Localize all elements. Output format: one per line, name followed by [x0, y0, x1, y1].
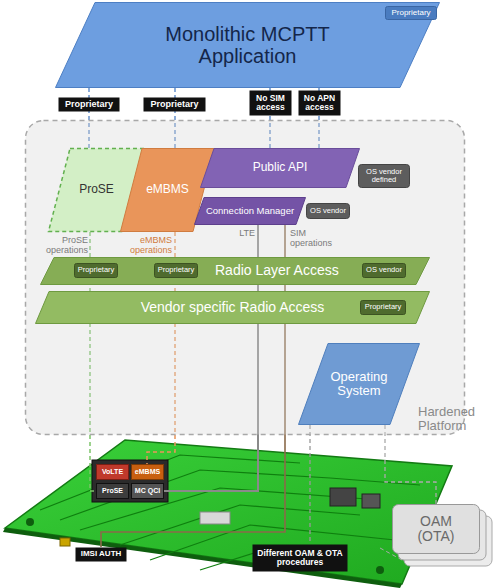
node-shape — [97, 465, 129, 480]
node-text: OS vendor — [310, 207, 346, 215]
os-parallelogram: Operating System — [298, 343, 420, 425]
node-shape — [201, 149, 360, 188]
node-text: OS vendor — [366, 266, 402, 274]
node-text: Vendor specific Radio Access — [141, 300, 325, 315]
chip-box: VoLTE — [96, 464, 129, 480]
api-parallelogram: OS vendor definedPublic API — [200, 148, 360, 188]
node-text: No SIM access — [251, 94, 290, 113]
sim-contact — [60, 538, 70, 546]
ic-chip — [362, 494, 380, 508]
node-text: ProSE — [102, 487, 123, 495]
node-shape — [144, 98, 206, 112]
tag-box: Proprietary — [385, 6, 437, 20]
node-text: No APN access — [300, 94, 339, 113]
node-shape — [361, 301, 406, 315]
label-box: No SIM access — [249, 90, 292, 116]
node-shape — [386, 7, 437, 20]
node-shape — [97, 484, 129, 499]
node-text: MC QCI — [135, 487, 160, 495]
node-shape — [132, 484, 164, 499]
node-shape — [76, 548, 127, 562]
node-text: Connection Manager — [206, 206, 294, 216]
tag-box: Proprietary — [154, 263, 198, 278]
layer-band: Proprietary Vendor specific Radio Access — [35, 291, 430, 324]
annotation-text: LTE — [234, 229, 255, 239]
node-text: Proprietary — [365, 303, 402, 311]
node-shape — [56, 3, 440, 88]
node-text: ProSE — [79, 183, 114, 196]
node-text: IMSI AUTH — [81, 550, 122, 559]
ic-chip — [330, 488, 356, 506]
node-text: Different OAM & OTA procedures — [254, 549, 346, 568]
application-parallelogram: ProprietaryMonolithic MCPTT Application — [55, 2, 440, 88]
node-text: OS vendor defined — [360, 168, 408, 185]
board-edge — [3, 528, 402, 588]
node-text: Monolithic MCPTT Application — [153, 23, 343, 67]
label-box: IMSI AUTH — [75, 547, 127, 562]
node-shape — [195, 198, 306, 225]
node-shape — [307, 204, 350, 219]
tag-box: Proprietary — [360, 300, 406, 315]
oam-card: OAM (OTA) — [392, 504, 480, 554]
layer-band: Proprietary Proprietary OS vendor Radio Lay… — [40, 257, 430, 285]
node-text: eMBMS — [146, 183, 189, 196]
trace — [120, 505, 360, 545]
node-shape — [253, 545, 348, 572]
tag-box: OS vendor — [306, 203, 350, 219]
node-text: OAM (OTA) — [406, 514, 466, 545]
node-shape — [75, 264, 118, 278]
chip-box: eMBMS — [131, 464, 164, 480]
manager-parallelogram: OS vendorConnection Manager — [194, 197, 306, 225]
node-shape — [363, 264, 406, 278]
label-box: No APN access — [298, 90, 341, 116]
node-text: Radio Layer Access — [215, 263, 339, 278]
node-text: VoLTE — [102, 468, 123, 476]
node-text: eMBMS — [135, 468, 160, 476]
chip-box: ProSE — [96, 483, 129, 499]
node-text: Proprietary — [65, 100, 113, 110]
node-shape — [393, 505, 480, 554]
mount-hole — [26, 518, 34, 526]
node-shape — [132, 465, 164, 480]
node-shape — [41, 258, 430, 285]
mount-hole — [376, 566, 384, 574]
node-shape — [299, 344, 420, 425]
tag-box: OS vendor defined — [358, 164, 410, 188]
tag-box: OS vendor — [362, 263, 406, 278]
chip-box: MC QCI — [131, 483, 164, 499]
node-shape — [26, 121, 465, 435]
label-box: Different OAM & OTA procedures — [252, 544, 348, 572]
node-shape — [359, 165, 410, 188]
node-shape — [250, 91, 292, 116]
node-text: Operating System — [323, 370, 395, 399]
node-shape — [59, 98, 120, 112]
annotation-text: SIM operations — [290, 229, 336, 249]
node-text: Hardened Platform — [418, 405, 498, 434]
annotation-text: ProSE operations — [36, 236, 88, 256]
node-text: Proprietary — [158, 266, 195, 274]
label-box: Proprietary — [143, 97, 206, 112]
connector — [309, 425, 310, 544]
chip-block — [92, 460, 168, 502]
node-text: Proprietary — [391, 9, 430, 18]
node-text: Public API — [253, 161, 308, 174]
connector — [385, 425, 436, 504]
node-shape — [36, 292, 430, 324]
node-text: Proprietary — [78, 266, 115, 274]
node-shape — [155, 264, 198, 278]
label-box: Proprietary — [58, 97, 120, 112]
connector-port — [200, 512, 230, 524]
node-text: Proprietary — [150, 100, 198, 110]
annotation-text: eMBMS operations — [116, 236, 172, 256]
trace — [40, 455, 300, 510]
board-traces — [40, 455, 420, 570]
platform-region: ProSEeMBMSOS vendor definedPublic APIOS … — [25, 120, 465, 435]
tag-box: Proprietary — [74, 263, 118, 278]
node-shape — [299, 91, 341, 116]
